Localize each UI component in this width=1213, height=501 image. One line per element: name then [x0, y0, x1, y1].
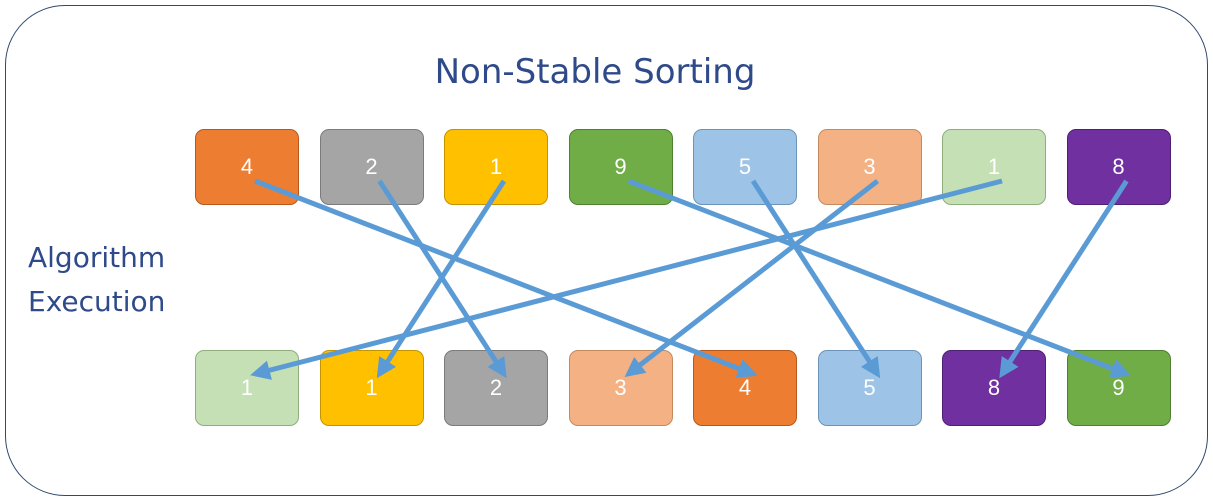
arrow-1-to-5: [254, 178, 758, 378]
side-label: Algorithm Execution: [28, 236, 165, 324]
arrow-3-to-2: [376, 179, 507, 379]
output-box-1: 1: [195, 350, 299, 426]
input-box-2: 2: [319, 129, 424, 205]
diagram-frame: [5, 5, 1208, 496]
arrow-7-to-1: [250, 178, 1003, 380]
arrow-6-to-4: [624, 179, 880, 378]
output-box-7: 8: [942, 350, 1046, 426]
side-label-line-1: Algorithm: [28, 241, 166, 274]
arrow-5-to-6: [750, 179, 881, 379]
diagram-title: Non-Stable Sorting: [434, 52, 756, 92]
input-box-6: 3: [817, 129, 922, 205]
output-box-4: 3: [568, 350, 673, 426]
arrow-4-to-8: [627, 178, 1132, 378]
input-box-5: 5: [693, 129, 797, 205]
arrow-8-to-7: [999, 179, 1129, 379]
side-label-line-2: Execution: [28, 285, 166, 318]
output-box-6: 5: [817, 350, 922, 426]
output-box-2: 1: [319, 350, 424, 426]
